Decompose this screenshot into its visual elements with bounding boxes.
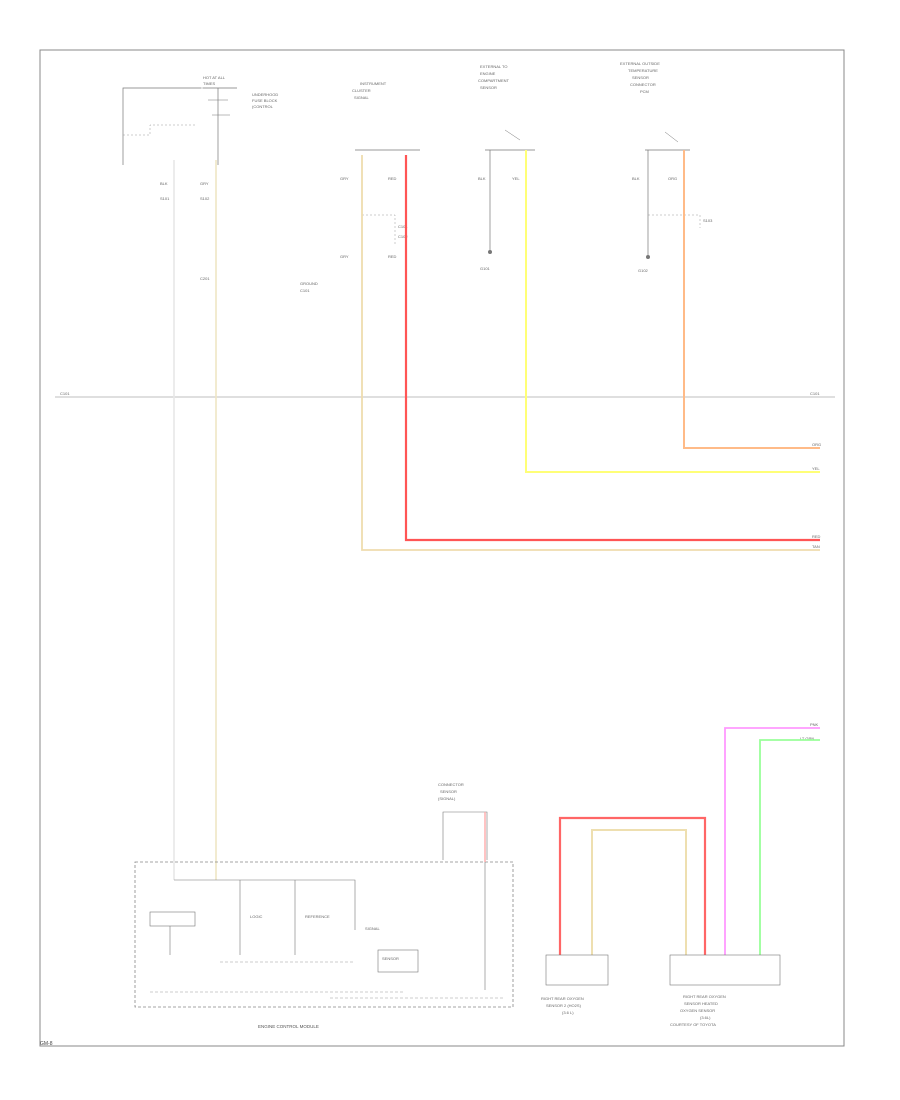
pcm-label-2: TEMPERATURE xyxy=(628,68,658,73)
svg-text:C101: C101 xyxy=(810,391,820,396)
fuse-desc-1: UNDERHOOD xyxy=(252,92,278,97)
engine-control-module: LOGIC REFERENCE SIGNAL SENSOR ENGINE CON… xyxy=(134,861,514,1029)
sensor-right-label-5: COURTESY OF TOYOTA xyxy=(670,1022,716,1027)
svg-text:RED: RED xyxy=(388,176,397,181)
pcm-label-3: SENSOR xyxy=(632,75,649,80)
wire-light-green xyxy=(759,739,820,955)
sensor-left-label-1: RIGHT REAR OXYGEN xyxy=(541,996,584,1001)
sensor-left-label-2: SENSOR 2 (HO2S) xyxy=(546,1003,582,1008)
ground-label-2: G101 xyxy=(480,266,491,271)
lower-conn-label-3: (SIGNAL) xyxy=(438,796,456,801)
sensor-right-label-4: (3.6L) xyxy=(700,1015,711,1020)
fuse-block: HOT AT ALL TIMES UNDERHOOD FUSE BLOCK (C… xyxy=(122,75,278,281)
ground-label-3: G102 xyxy=(638,268,649,273)
wire-pink xyxy=(724,727,820,955)
sensor-right-label-3: OXYGEN SENSOR xyxy=(680,1008,715,1013)
svg-text:C201: C201 xyxy=(200,276,210,281)
page-footer: GM-8 xyxy=(40,1041,53,1047)
module-sub-1: LOGIC xyxy=(250,914,263,919)
wire-red-sensor xyxy=(558,816,707,955)
svg-text:BLK: BLK xyxy=(478,176,486,181)
svg-text:ORG: ORG xyxy=(668,176,677,181)
temperature-sensor: EXTERNAL OUTSIDE TEMPERATURE SENSOR CONN… xyxy=(620,61,713,273)
svg-text:YEL: YEL xyxy=(512,176,520,181)
ground-label: GROUND xyxy=(300,281,318,286)
wire-tan-sensor xyxy=(591,829,687,955)
ecm-label-2: ENGINE xyxy=(480,71,496,76)
module-sub-4: SENSOR xyxy=(382,956,399,961)
engine-sensor: EXTERNAL TO ENGINE COMPARTMENT SENSOR BL… xyxy=(478,64,535,271)
fuse-block-label-1: HOT AT ALL xyxy=(203,75,226,80)
lower-conn-label-1: CONNECTOR xyxy=(438,782,464,787)
conn-pnk: PNK xyxy=(810,722,819,727)
svg-text:C102: C102 xyxy=(398,234,408,239)
wire-orange xyxy=(683,150,820,449)
pcm-label-5: PCM xyxy=(640,89,649,94)
fuse-block-label-2: TIMES xyxy=(203,81,216,86)
svg-text:C101: C101 xyxy=(300,288,310,293)
sensor-right-label-2: SENSOR HEATED xyxy=(684,1001,718,1006)
pcm-label-4: CONNECTOR xyxy=(630,82,656,87)
conn-red: RED xyxy=(812,534,821,539)
cluster-label-3: SIGNAL xyxy=(354,95,369,100)
pcm-label-1: EXTERNAL OUTSIDE xyxy=(620,61,660,66)
fuse-desc-3: (CONTROL xyxy=(252,104,274,109)
svg-text:BLK: BLK xyxy=(160,181,168,186)
oxygen-sensor-right: RIGHT REAR OXYGEN SENSOR HEATED OXYGEN S… xyxy=(669,954,781,1027)
svg-text:C101: C101 xyxy=(398,224,408,229)
diagram-border xyxy=(39,49,845,1047)
wire-tan xyxy=(361,155,820,551)
cluster-label-2: CLUSTER xyxy=(352,88,371,93)
module-sub-3: SIGNAL xyxy=(365,926,380,931)
oxygen-sensor-left: RIGHT REAR OXYGEN SENSOR 2 (HO2S) (3.6 L… xyxy=(541,954,609,1015)
ecm-label-3: COMPARTMENT xyxy=(478,78,510,83)
svg-text:GRY: GRY xyxy=(340,254,349,259)
conn-org: ORG xyxy=(812,442,821,447)
conn-ltgrn: LT GRN xyxy=(800,736,814,741)
svg-text:S103: S103 xyxy=(703,218,713,223)
wire-red xyxy=(404,155,820,542)
conn-tan: TAN xyxy=(812,544,820,549)
cluster-label-1: INSTRUMENT xyxy=(360,81,387,86)
sensor-left-label-3: (3.6 L) xyxy=(562,1010,574,1015)
lower-conn-label-2: SENSOR xyxy=(440,789,457,794)
module-sub-2: REFERENCE xyxy=(305,914,330,919)
svg-text:S101: S101 xyxy=(160,196,170,201)
lower-connector: CONNECTOR SENSOR (SIGNAL) xyxy=(438,782,488,862)
svg-text:C101: C101 xyxy=(60,391,70,396)
svg-text:GRY: GRY xyxy=(340,176,349,181)
fuse-desc-2: FUSE BLOCK xyxy=(252,98,278,103)
conn-yel: YEL xyxy=(812,466,820,471)
svg-text:BLK: BLK xyxy=(632,176,640,181)
ecm-label-1: EXTERNAL TO xyxy=(480,64,508,69)
module-label: ENGINE CONTROL MODULE xyxy=(258,1024,319,1029)
sensor-right-label-1: RIGHT REAR OXYGEN xyxy=(683,994,726,999)
ecm-label-4: SENSOR xyxy=(480,85,497,90)
wire-yellow xyxy=(525,150,820,473)
svg-text:RED: RED xyxy=(388,254,397,259)
svg-text:GRY: GRY xyxy=(200,181,209,186)
svg-text:S102: S102 xyxy=(200,196,210,201)
instrument-cluster: INSTRUMENT CLUSTER SIGNAL GRY RED C101 C… xyxy=(300,81,420,293)
